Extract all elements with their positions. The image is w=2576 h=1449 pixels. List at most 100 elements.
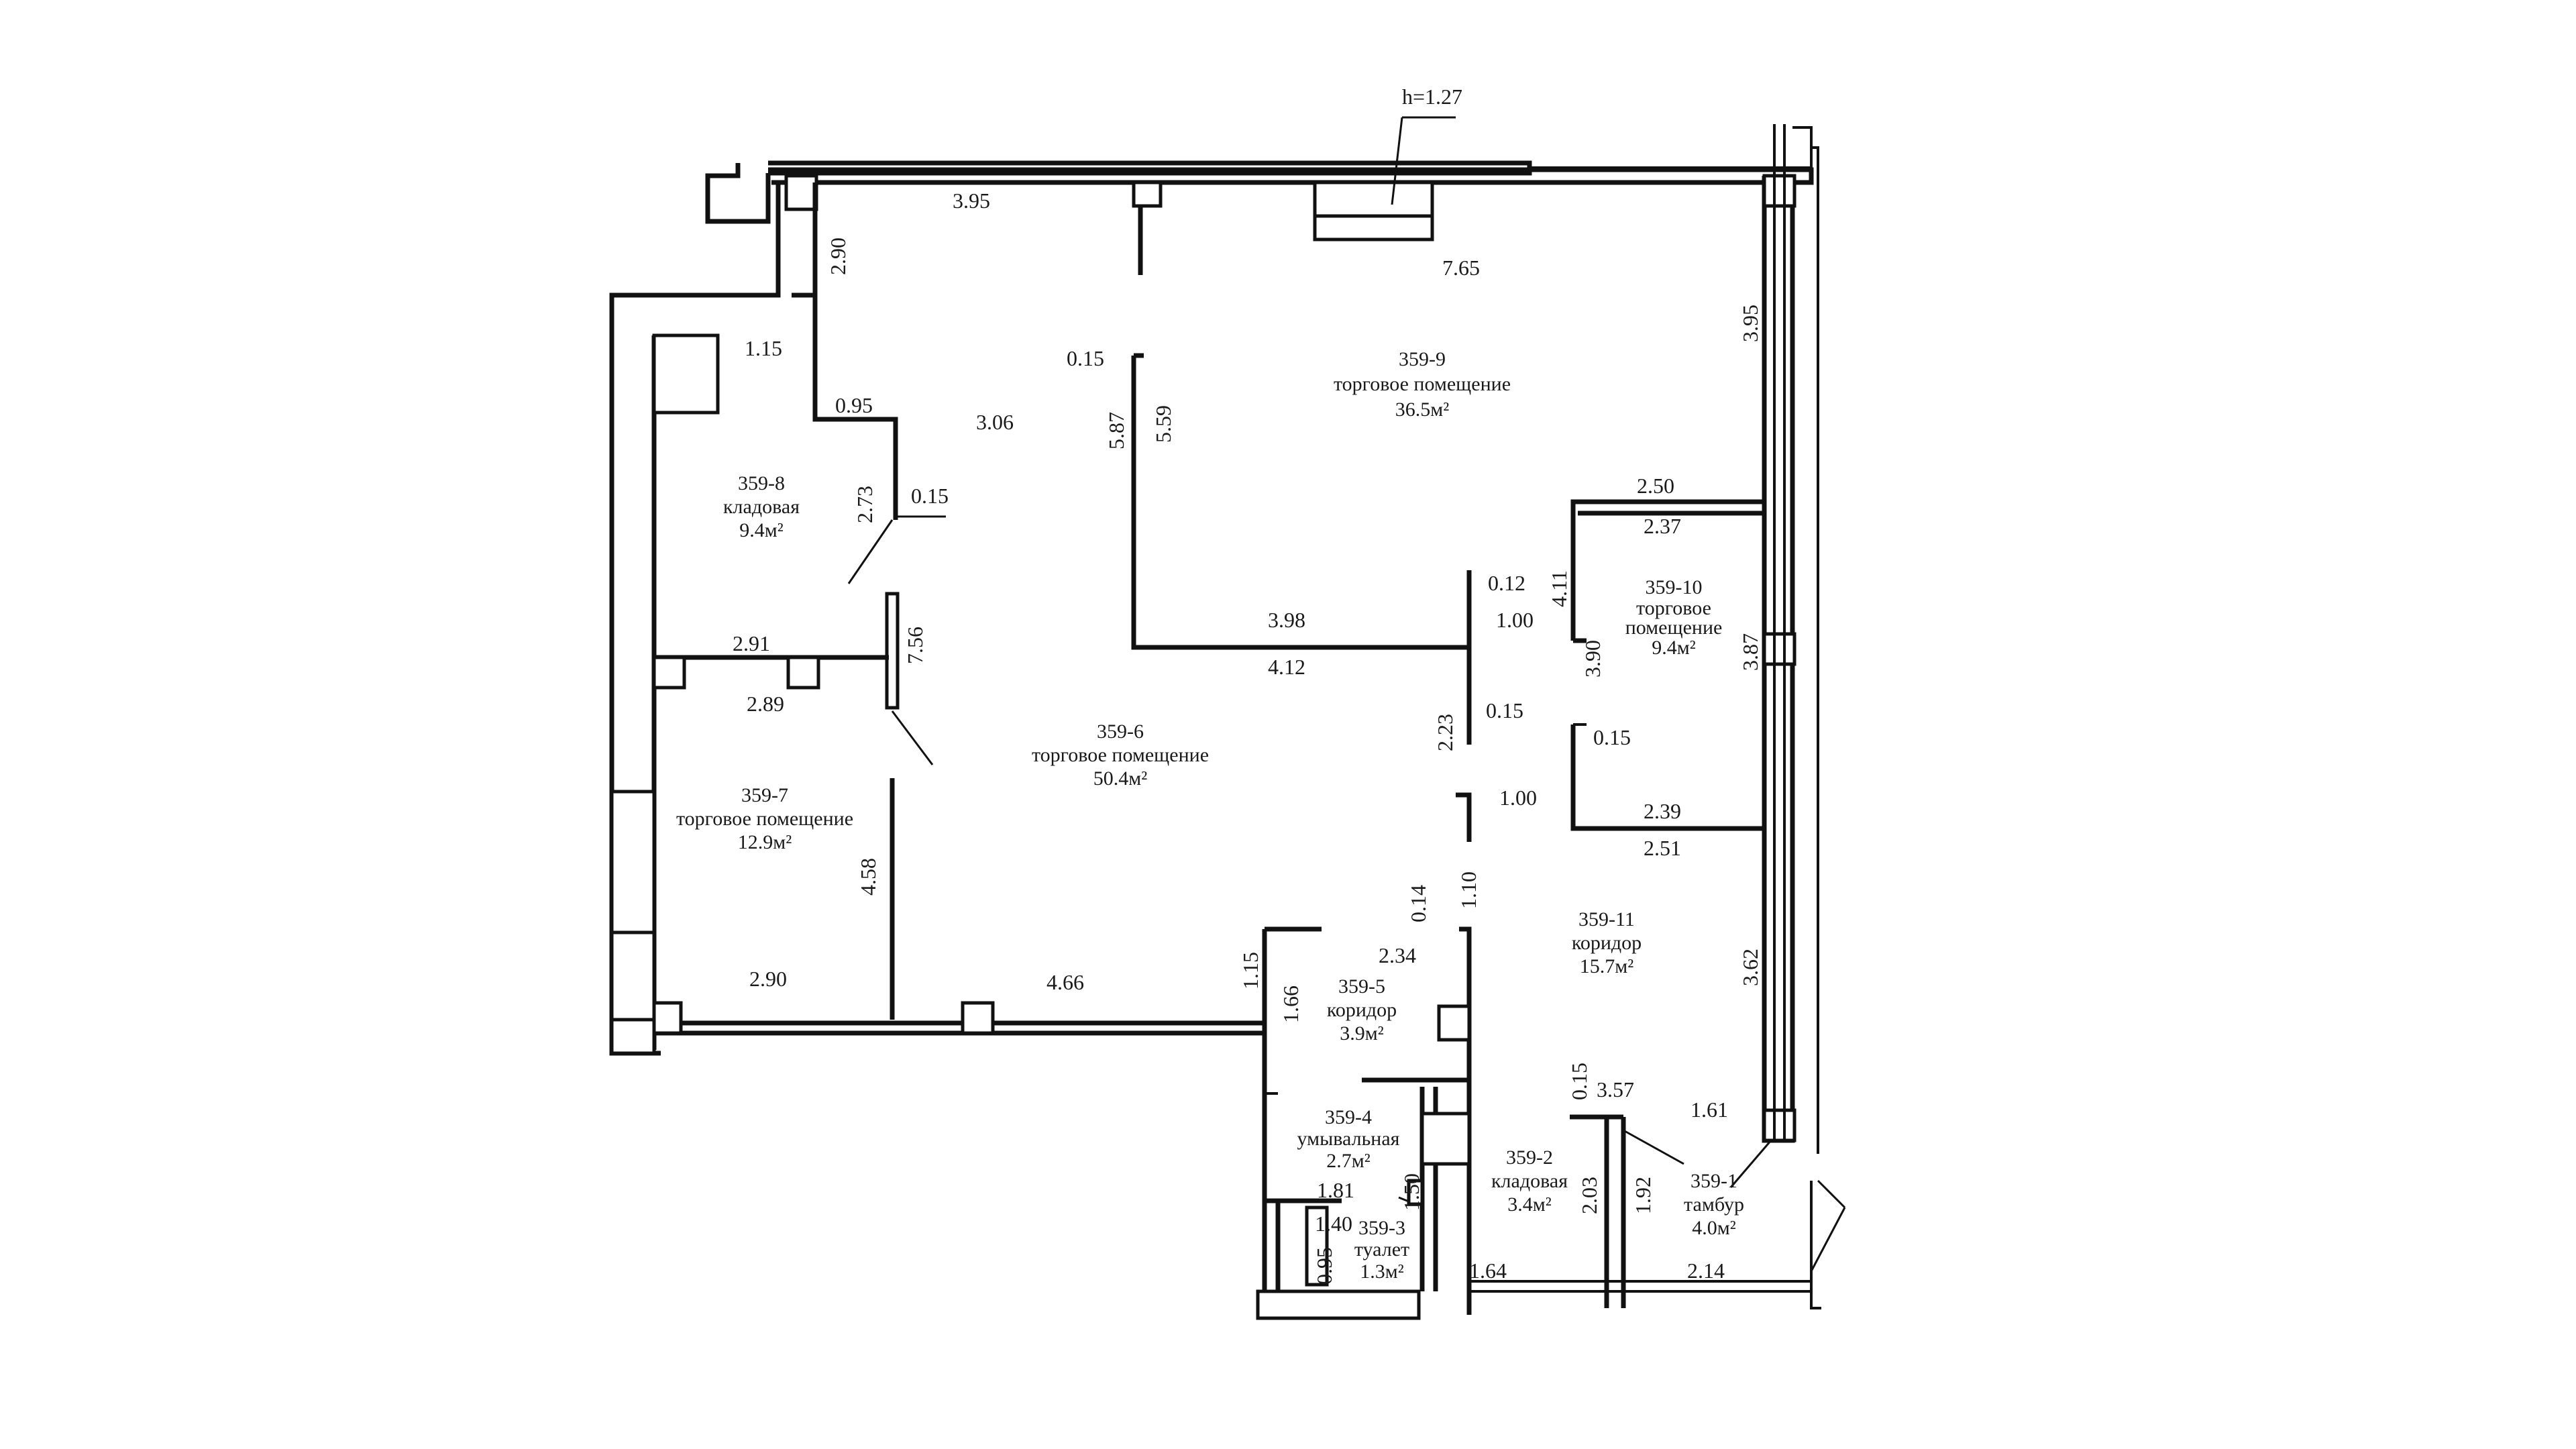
dim: 2.50: [1637, 474, 1674, 498]
svg-text:359-8: 359-8: [738, 472, 785, 494]
room-359-6: 359-6 торговое помещение 50.4м²: [1032, 720, 1209, 790]
svg-text:359-2: 359-2: [1506, 1146, 1553, 1169]
dim: 2.34: [1379, 943, 1416, 967]
svg-text:359-4: 359-4: [1325, 1106, 1372, 1128]
svg-text:3.9м²: 3.9м²: [1340, 1022, 1383, 1044]
svg-text:торговое: торговое: [1636, 597, 1711, 619]
svg-text:359-6: 359-6: [1097, 720, 1144, 743]
svg-text:туалет: туалет: [1354, 1238, 1409, 1260]
svg-text:359-7: 359-7: [741, 784, 788, 806]
svg-text:кладовая: кладовая: [1491, 1170, 1568, 1192]
svg-text:359-5: 359-5: [1338, 975, 1385, 998]
dim: 7.65: [1442, 256, 1480, 280]
dim: 0.14: [1406, 885, 1430, 922]
room-359-8: 359-8 кладовая 9.4м²: [723, 472, 800, 541]
dim: 0.95: [835, 393, 873, 417]
dim: 1.00: [1499, 786, 1537, 810]
room-359-11: 359-11 коридор 15.7м²: [1572, 908, 1642, 977]
dim: 3.95: [1738, 305, 1762, 342]
dimension-labels: h=1.27 3.95 7.65 2.90 1.15 0.95 3.06 0.1…: [733, 85, 1762, 1285]
dim: 4.58: [856, 858, 880, 896]
svg-text:359-10: 359-10: [1646, 576, 1703, 598]
dim: 0.15: [911, 484, 949, 508]
svg-text:359-1: 359-1: [1690, 1170, 1737, 1192]
dim: 3.98: [1268, 608, 1305, 632]
room-359-5: 359-5 коридор 3.9м²: [1327, 975, 1397, 1044]
dim: 2.73: [853, 486, 877, 523]
svg-text:9.4м²: 9.4м²: [1652, 637, 1695, 659]
room-359-4: 359-4 умывальная 2.7м²: [1297, 1106, 1400, 1172]
dim: 2.91: [733, 631, 770, 655]
dim: 3.57: [1597, 1077, 1634, 1102]
room-359-9: 359-9 торговое помещение 36.5м²: [1334, 348, 1511, 421]
svg-text:коридор: коридор: [1327, 999, 1397, 1021]
svg-text:2.7м²: 2.7м²: [1326, 1150, 1370, 1172]
svg-text:15.7м²: 15.7м²: [1580, 955, 1633, 977]
dim: 1.81: [1317, 1178, 1354, 1202]
dim: 2.39: [1644, 799, 1681, 823]
annotation: h=1.27: [1402, 85, 1462, 109]
dim: 1.64: [1469, 1258, 1507, 1283]
room-359-3: 359-3 туалет 1.3м²: [1354, 1217, 1409, 1283]
svg-text:36.5м²: 36.5м²: [1395, 398, 1449, 421]
dim: 2.03: [1577, 1177, 1601, 1214]
dim: 0.15: [1593, 725, 1631, 749]
dim: 1.40: [1315, 1212, 1352, 1236]
dim: 0.15: [1486, 698, 1523, 722]
svg-text:9.4м²: 9.4м²: [739, 519, 783, 541]
room-359-7: 359-7 торговое помещение 12.9м²: [676, 784, 853, 853]
svg-text:50.4м²: 50.4м²: [1093, 767, 1147, 790]
room-359-1: 359-1 тамбур 4.0м²: [1684, 1170, 1744, 1239]
dim: 1.50: [1399, 1173, 1424, 1211]
room-labels: 359-9 торговое помещение 36.5м² 359-8 кл…: [676, 348, 1744, 1283]
dim: 2.51: [1644, 836, 1681, 860]
dim: 3.90: [1580, 640, 1605, 678]
walls: [609, 116, 1846, 1320]
dim: 1.15: [1238, 952, 1263, 989]
room-359-10-name2: помещение: [1625, 616, 1723, 639]
dim: 1.61: [1690, 1097, 1728, 1122]
dim: 3.87: [1738, 633, 1762, 671]
dim: 5.87: [1104, 412, 1128, 449]
dim: 1.10: [1456, 871, 1481, 909]
svg-text:кладовая: кладовая: [723, 496, 800, 518]
dim: 1.00: [1496, 608, 1534, 632]
dim: 1.92: [1631, 1177, 1655, 1214]
dim: 2.37: [1644, 514, 1681, 538]
svg-text:12.9м²: 12.9м²: [738, 831, 792, 853]
dim: 1.15: [745, 336, 782, 360]
dim: 7.56: [903, 627, 927, 664]
svg-text:умывальная: умывальная: [1297, 1128, 1400, 1150]
svg-text:1.3м²: 1.3м²: [1360, 1260, 1403, 1283]
dim: 0.95: [1312, 1247, 1336, 1285]
room-359-2: 359-2 кладовая 3.4м²: [1491, 1146, 1568, 1216]
room-359-10: 359-10 торговое помещение 9.4м²: [1625, 576, 1723, 659]
svg-text:359-11: 359-11: [1578, 908, 1635, 930]
dim: 4.11: [1547, 570, 1571, 607]
svg-text:тамбур: тамбур: [1684, 1193, 1744, 1216]
dim: 5.59: [1151, 405, 1175, 443]
dim: 0.15: [1067, 346, 1104, 370]
svg-text:торговое помещение: торговое помещение: [1334, 373, 1511, 395]
dim: 3.95: [953, 189, 990, 213]
svg-text:359-3: 359-3: [1358, 1217, 1405, 1239]
dim: 2.23: [1433, 714, 1457, 751]
dim: 2.90: [749, 967, 787, 991]
dim: 4.12: [1268, 655, 1305, 679]
dim: 2.14: [1687, 1258, 1725, 1283]
svg-text:торговое помещение: торговое помещение: [1032, 744, 1209, 766]
dim: 2.89: [747, 692, 784, 716]
svg-text:торговое помещение: торговое помещение: [676, 808, 853, 830]
svg-text:4.0м²: 4.0м²: [1692, 1217, 1735, 1239]
dim: 3.06: [976, 410, 1014, 434]
dim: 2.90: [826, 237, 850, 275]
dim: 1.66: [1279, 985, 1303, 1023]
dim: 0.12: [1488, 571, 1525, 595]
svg-text:359-9: 359-9: [1399, 348, 1446, 370]
svg-text:3.4м²: 3.4м²: [1507, 1193, 1551, 1216]
dim: 4.66: [1046, 970, 1084, 994]
dim: 0.15: [1567, 1063, 1591, 1100]
svg-text:коридор: коридор: [1572, 932, 1642, 954]
dim: 3.62: [1738, 949, 1762, 986]
